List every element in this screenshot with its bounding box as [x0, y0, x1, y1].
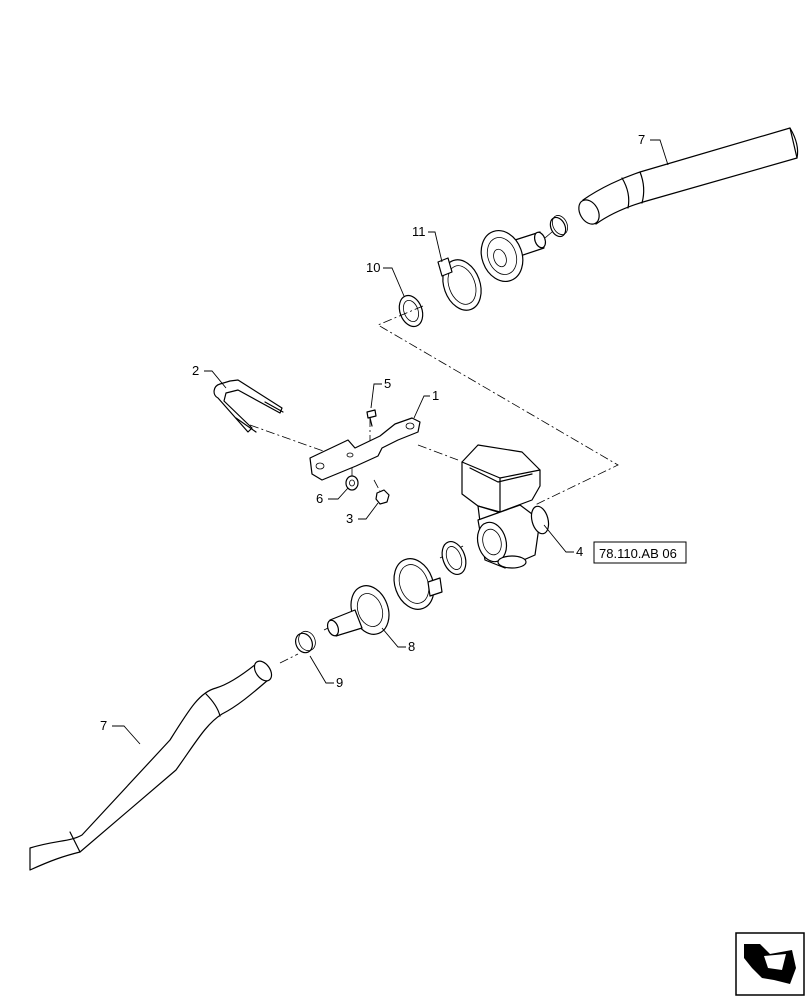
assembly-lines: [249, 231, 619, 664]
callout-7-bottom: 7: [100, 718, 107, 733]
callout-7-top: 7: [638, 132, 645, 147]
callout-3: 3: [346, 511, 353, 526]
screw: [366, 409, 377, 427]
hose-clamp-middle: [393, 558, 443, 610]
callout-4: 4: [576, 544, 583, 559]
callout-11: 11: [412, 224, 426, 239]
clamp-small-bottom: [295, 630, 316, 654]
washer: [345, 475, 359, 491]
clamp-small-top: [549, 215, 569, 238]
hose-top: [578, 127, 799, 225]
reference-label: 78.110.AB 06: [599, 546, 677, 561]
valve-body: [461, 444, 550, 569]
hose-bottom: [29, 660, 273, 871]
callout-2: 2: [192, 363, 199, 378]
callout-8: 8: [408, 639, 415, 654]
o-ring-middle: [441, 540, 467, 576]
nut: [375, 489, 390, 505]
u-bolt: [213, 379, 284, 433]
callout-6: 6: [316, 491, 323, 506]
hose-clamp-top: [437, 257, 482, 311]
callout-10: 10: [366, 260, 380, 275]
callout-1: 1: [432, 388, 439, 403]
fitting-top: [480, 230, 547, 282]
callout-9: 9: [336, 675, 343, 690]
bracket: [309, 417, 421, 481]
callout-5: 5: [384, 376, 391, 391]
next-page-arrow-icon[interactable]: [735, 932, 805, 996]
callout-labels: 7 11 10 2 5 1 6 3 4 8 9 7: [100, 132, 645, 733]
callout-leaders: [112, 139, 669, 745]
hose-fitting: [326, 585, 390, 637]
reference-link[interactable]: 78.110.AB 06: [593, 541, 687, 564]
